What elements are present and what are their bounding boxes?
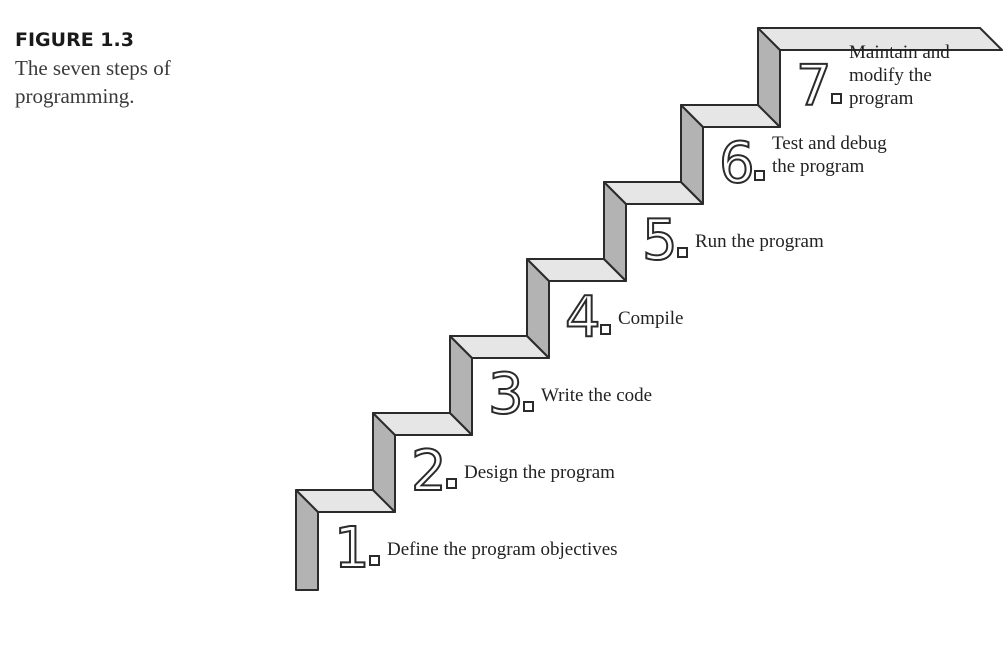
figure-caption-text: The seven steps of programming. — [15, 54, 275, 110]
step-number: 5 — [642, 208, 678, 273]
step-label-line: Test and debug — [772, 133, 887, 154]
step-number: 1 — [334, 516, 370, 581]
step-label-line: modify the — [849, 65, 932, 86]
step-label-line: program — [849, 88, 914, 109]
figure-caption: FIGURE 1.3 The seven steps of programmin… — [15, 28, 275, 110]
step-label-line: Write the code — [541, 385, 652, 406]
step-5-group: 5 Run the program — [641, 207, 824, 274]
caption-line-2: programming. — [15, 84, 135, 108]
step-dot — [523, 401, 534, 412]
step-dot — [677, 247, 688, 258]
step-number: 4 — [565, 285, 601, 350]
step-dot — [831, 93, 842, 104]
step-label-line: Maintain and — [849, 42, 950, 63]
step-dot — [369, 555, 380, 566]
caption-line-1: The seven steps of — [15, 56, 171, 80]
step-dot — [446, 478, 457, 489]
step-number: 3 — [488, 362, 524, 427]
step-label-line: Compile — [618, 308, 683, 329]
figure-label: FIGURE 1.3 — [15, 29, 134, 51]
step-4-group: 4 Compile — [564, 284, 683, 351]
step-number: 2 — [411, 439, 447, 504]
staircase-labels: 1 Define the program objectives 2 Design th… — [333, 42, 950, 582]
step-dot — [600, 324, 611, 335]
step-label-line: Design the program — [464, 462, 615, 483]
step-number: 7 — [796, 54, 832, 119]
step-label-line: Define the program objectives — [387, 539, 618, 560]
step-dot — [754, 170, 765, 181]
step-1-group: 1 Define the program objectives — [333, 515, 618, 582]
step-label-line: the program — [772, 156, 865, 177]
step-label-line: Run the program — [695, 231, 824, 252]
step-7-tread — [757, 27, 1003, 51]
step-number: 6 — [719, 131, 755, 196]
step-3-group: 3 Write the code — [487, 361, 652, 428]
staircase-shapes — [295, 27, 1003, 591]
step-2-group: 2 Design the program — [410, 438, 615, 505]
